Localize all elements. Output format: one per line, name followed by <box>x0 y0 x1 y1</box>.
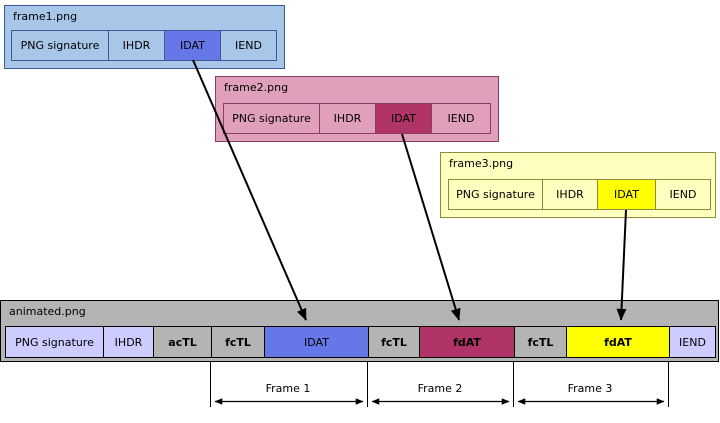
frame3-chunk-png-signature: PNG signature <box>448 179 543 210</box>
frame1-chunk-idat: IDAT <box>164 30 221 61</box>
frame3-title: frame3.png <box>449 157 514 170</box>
frame3-file-box: frame3.png PNG signature IHDR IDAT IEND <box>440 152 716 218</box>
frame1-span-label: Frame 1 <box>265 382 311 395</box>
frame3-chunk-idat: IDAT <box>597 179 656 210</box>
animated-chunk-png-signature: PNG signature <box>5 326 104 358</box>
frame3-chunk-ihdr: IHDR <box>542 179 598 210</box>
frame1-chunk-ihdr: IHDR <box>108 30 165 61</box>
animated-chunk-fctl-3: fcTL <box>514 326 567 358</box>
frame1-file-box: frame1.png PNG signature IHDR IDAT IEND <box>4 5 285 69</box>
frame2-file-box: frame2.png PNG signature IHDR IDAT IEND <box>215 76 499 142</box>
animated-file-box: animated.png PNG signature IHDR acTL fcT… <box>0 300 719 362</box>
animated-chunk-fctl-1: fcTL <box>211 326 265 358</box>
animated-chunk-ihdr: IHDR <box>103 326 154 358</box>
animated-chunk-actl: acTL <box>153 326 212 358</box>
animated-chunk-fdat-1: fdAT <box>419 326 515 358</box>
frame2-chunk-ihdr: IHDR <box>319 103 376 134</box>
frame2-span-label: Frame 2 <box>417 382 463 395</box>
frame1-chunk-iend: IEND <box>220 30 277 61</box>
frame1-title: frame1.png <box>13 10 78 23</box>
frame2-title: frame2.png <box>224 81 289 94</box>
frame2-chunk-png-signature: PNG signature <box>223 103 320 134</box>
frame2-chunk-idat: IDAT <box>375 103 432 134</box>
frame3-chunk-iend: IEND <box>655 179 711 210</box>
animated-chunk-fdat-2: fdAT <box>566 326 670 358</box>
animated-chunk-fctl-2: fcTL <box>368 326 420 358</box>
animated-title: animated.png <box>9 305 86 318</box>
frame1-chunk-png-signature: PNG signature <box>11 30 109 61</box>
frame2-chunk-iend: IEND <box>431 103 491 134</box>
animated-chunk-iend: IEND <box>669 326 716 358</box>
frame3-span-label: Frame 3 <box>567 382 613 395</box>
animated-chunk-idat: IDAT <box>264 326 369 358</box>
